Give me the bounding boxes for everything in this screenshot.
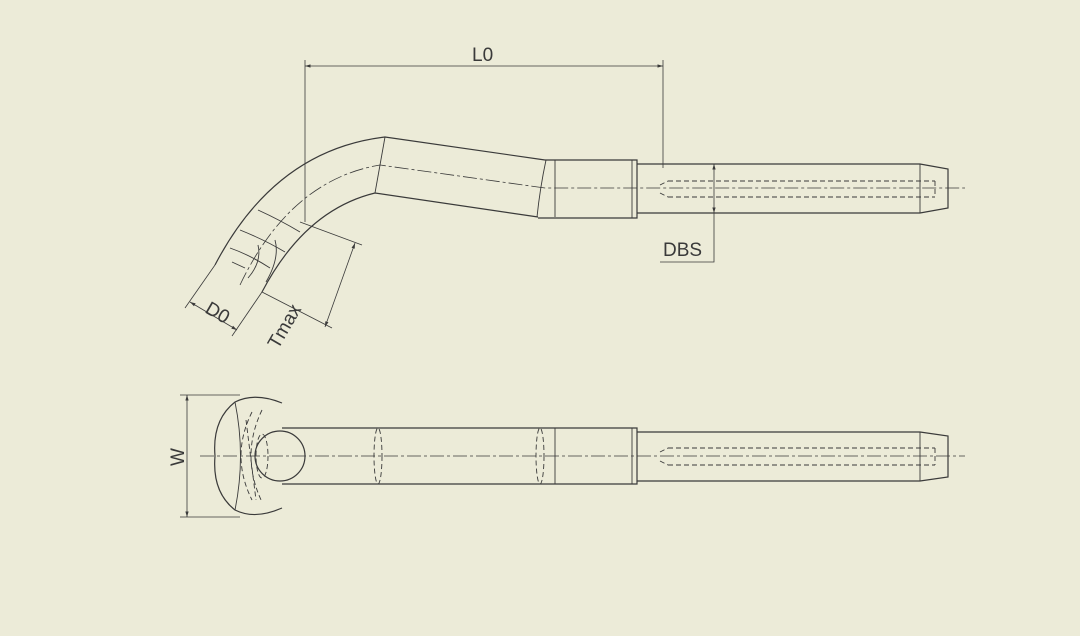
side-view: L0 DBS D0 Tmax <box>184 45 965 353</box>
d0-label: D0 <box>202 298 234 328</box>
d0-dimension-line <box>189 301 238 331</box>
plan-view: W <box>168 394 965 518</box>
tmax-label: Tmax <box>264 300 306 352</box>
plan-shaft-outline <box>637 431 949 482</box>
bend-outer-edge <box>214 136 546 266</box>
head-outline <box>214 396 283 516</box>
w-label: W <box>168 448 189 466</box>
l0-label: L0 <box>472 45 493 66</box>
tmax-dimension-line <box>324 242 356 328</box>
bend-inner-edge <box>261 192 539 293</box>
dbs-label: DBS <box>663 240 702 261</box>
hidden-bore <box>659 180 936 198</box>
bend-center-line <box>239 164 965 286</box>
shaft-outline <box>637 163 949 214</box>
